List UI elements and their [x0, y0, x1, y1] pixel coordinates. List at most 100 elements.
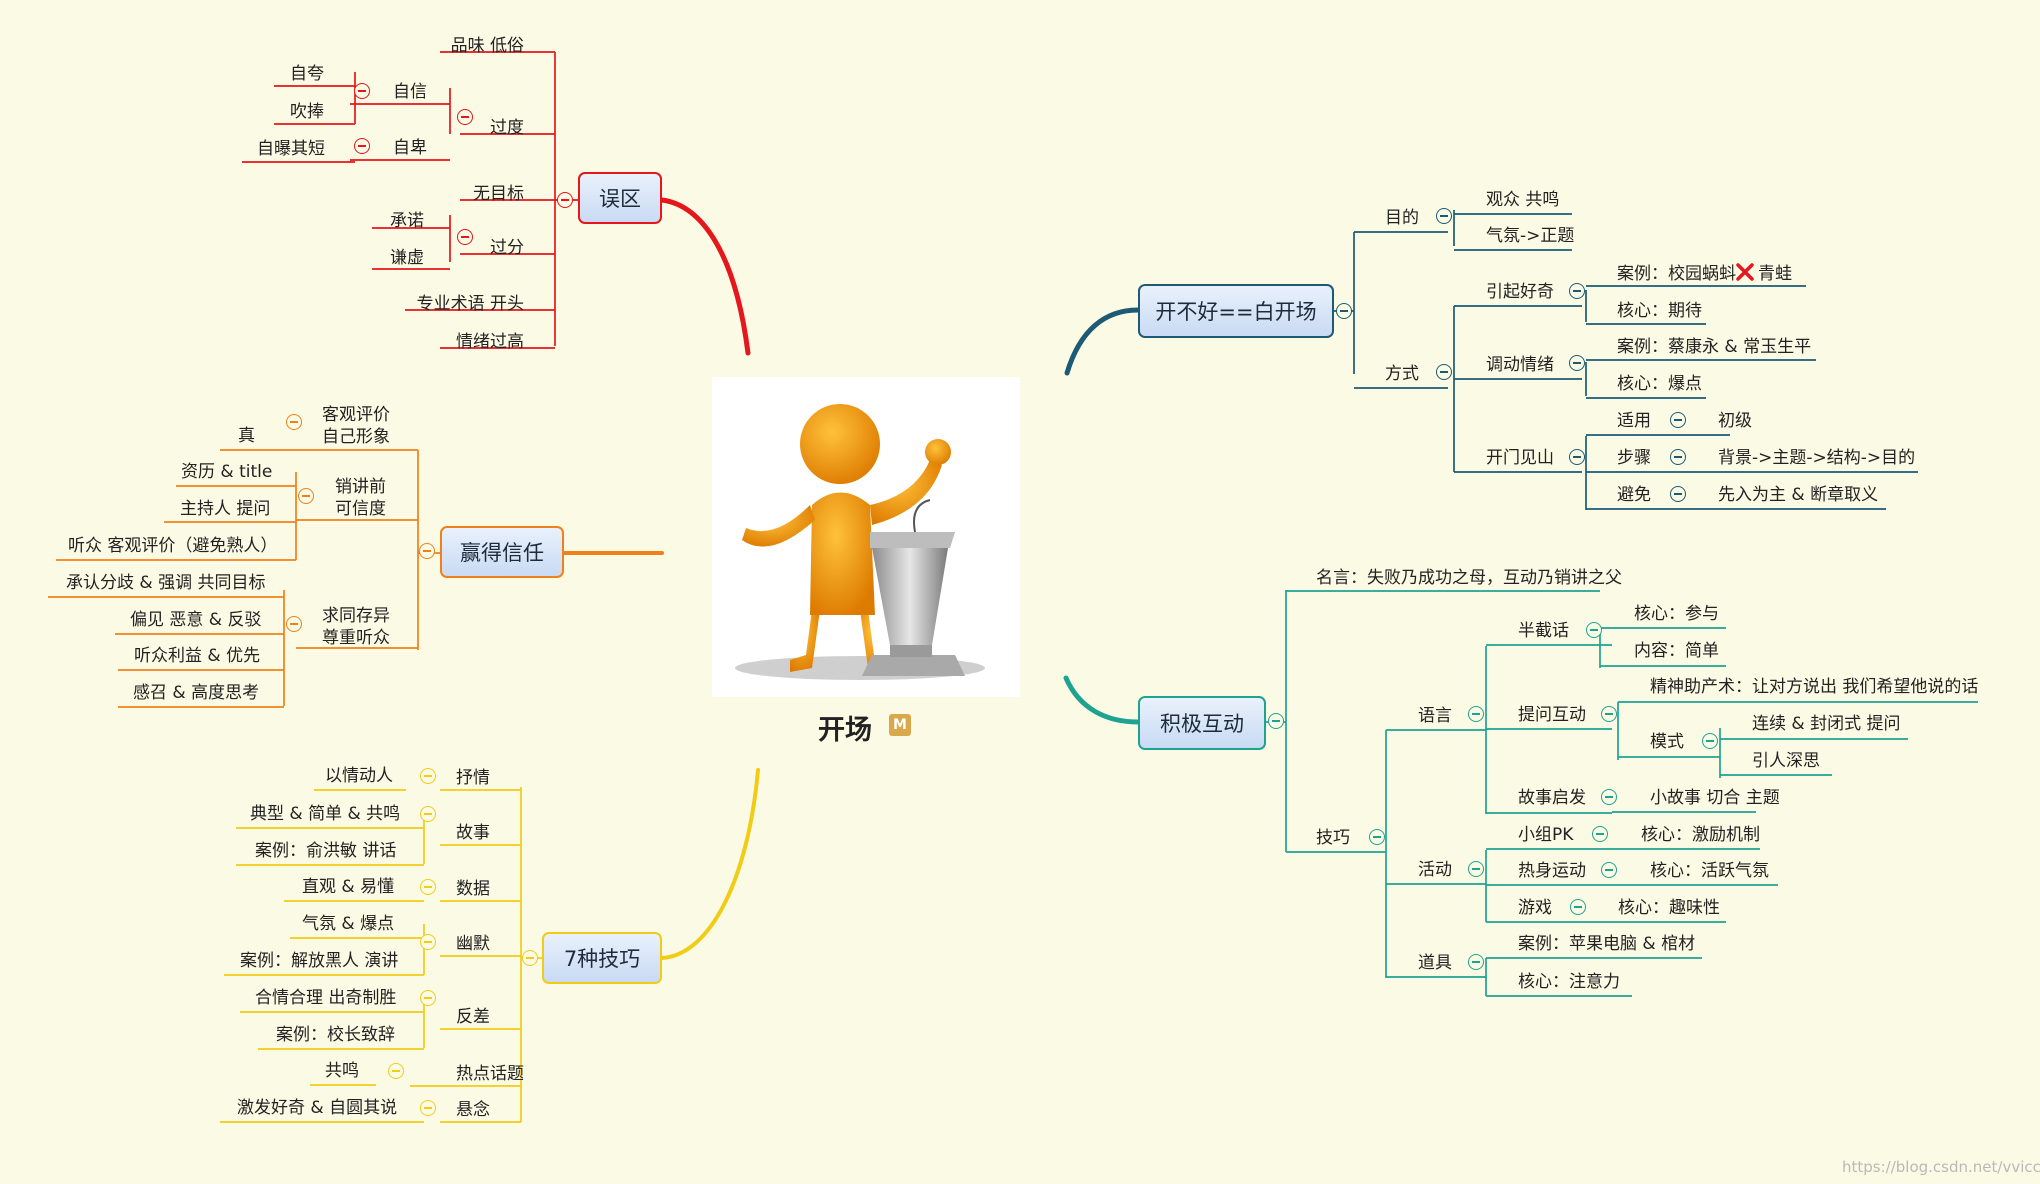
node-pianjian[interactable]: 偏见 恶意 & 反驳: [130, 610, 262, 630]
node-xiaojiang[interactable]: 销讲前: [335, 477, 386, 497]
node-daoju[interactable]: 道具: [1418, 953, 1452, 973]
collapse-icon[interactable]: [1268, 713, 1284, 729]
collapse-icon[interactable]: [1436, 208, 1452, 224]
node-wumubiao[interactable]: 无目标: [473, 184, 524, 204]
node-youxi[interactable]: 游戏: [1518, 898, 1552, 918]
node-anli2[interactable]: 案例：蔡康永 & 常玉生平: [1617, 337, 1812, 357]
node-xuannian[interactable]: 悬念: [456, 1100, 490, 1120]
node-chengnuo[interactable]: 承诺: [390, 211, 424, 231]
node-tingzhong[interactable]: 听众 客观评价（避免熟人）: [68, 536, 278, 556]
collapse-icon[interactable]: [457, 109, 473, 125]
collapse-icon[interactable]: [1369, 829, 1385, 845]
node-jili[interactable]: 核心：激励机制: [1641, 825, 1760, 845]
node-zhuchi[interactable]: 主持人 提问: [180, 499, 271, 519]
node-lianxu[interactable]: 连续 & 封闭式 提问: [1752, 714, 1901, 734]
node-chuji[interactable]: 初级: [1718, 411, 1752, 431]
node-xianru[interactable]: 先入为主 & 断章取义: [1718, 485, 1879, 505]
collapse-icon[interactable]: [1468, 954, 1484, 970]
node-ganzhao[interactable]: 感召 & 高度思考: [133, 683, 260, 703]
node-tiwen[interactable]: 提问互动: [1518, 705, 1586, 725]
node-youmo[interactable]: 幽默: [456, 934, 490, 954]
node-bimian[interactable]: 避免: [1617, 485, 1651, 505]
node-guofen[interactable]: 过分: [490, 238, 524, 258]
collapse-icon[interactable]: [298, 488, 314, 504]
node-gushiqifa[interactable]: 故事启发: [1518, 788, 1586, 808]
node-shiyong[interactable]: 适用: [1617, 411, 1651, 431]
node-zhen[interactable]: 真: [238, 426, 255, 446]
node-qiutong[interactable]: 求同存异: [322, 606, 390, 626]
node-banjie[interactable]: 半截话: [1518, 621, 1569, 641]
node-qifen[interactable]: 气氛 & 爆点: [302, 914, 395, 934]
node-qianxu[interactable]: 谦虚: [390, 248, 424, 268]
node-zhiguan[interactable]: 直观 & 易懂: [302, 877, 395, 897]
collapse-icon[interactable]: [420, 806, 436, 822]
node-yinqi[interactable]: 引起好奇: [1486, 282, 1554, 302]
node-pinwei[interactable]: 品味 低俗: [450, 36, 524, 56]
node-dianxing[interactable]: 典型 & 简单 & 共鸣: [250, 804, 401, 824]
node-qifen[interactable]: 气氛->正题: [1486, 226, 1575, 246]
node-quwei[interactable]: 核心：趣味性: [1618, 898, 1720, 918]
node-guodu[interactable]: 过度: [490, 118, 524, 138]
node-qingwa[interactable]: 青蛙: [1758, 264, 1792, 284]
topic-hudong[interactable]: 积极互动: [1138, 696, 1266, 750]
node-xiaogushi[interactable]: 小故事 切合 主题: [1650, 788, 1780, 808]
node-canyu[interactable]: 核心：参与: [1634, 604, 1719, 624]
topic-kaichang[interactable]: 开不好==白开场: [1138, 284, 1334, 338]
collapse-icon[interactable]: [1569, 449, 1585, 465]
node-zhuyi[interactable]: 核心：注意力: [1518, 972, 1620, 992]
node-hexin1[interactable]: 核心：期待: [1617, 301, 1702, 321]
node-diaodong[interactable]: 调动情绪: [1486, 355, 1554, 375]
node-gongming[interactable]: 共鸣: [325, 1061, 359, 1081]
node-huoyue[interactable]: 核心：活跃气氛: [1650, 861, 1769, 881]
collapse-icon[interactable]: [420, 879, 436, 895]
collapse-icon[interactable]: [1569, 355, 1585, 371]
collapse-icon[interactable]: [420, 1100, 436, 1116]
collapse-icon[interactable]: [1670, 412, 1686, 428]
central-topic-title[interactable]: 开场: [818, 715, 872, 746]
node-redian[interactable]: 热点话题: [456, 1064, 524, 1084]
collapse-icon[interactable]: [1468, 706, 1484, 722]
node-shuqing[interactable]: 抒情: [456, 768, 490, 788]
node-chuipeng[interactable]: 吹捧: [290, 102, 324, 122]
node-xiaozu[interactable]: 小组PK: [1518, 825, 1574, 845]
collapse-icon[interactable]: [1601, 789, 1617, 805]
collapse-icon[interactable]: [286, 616, 302, 632]
node-shuju[interactable]: 数据: [456, 879, 490, 899]
collapse-icon[interactable]: [1570, 899, 1586, 915]
node-buzhou[interactable]: 步骤: [1617, 448, 1651, 468]
node-zipu[interactable]: 自曝其短: [257, 139, 325, 159]
collapse-icon[interactable]: [1670, 486, 1686, 502]
collapse-icon[interactable]: [420, 990, 436, 1006]
collapse-icon[interactable]: [1336, 303, 1352, 319]
node-zunzhong[interactable]: 尊重听众: [322, 628, 390, 648]
node-zibei[interactable]: 自卑: [393, 138, 427, 158]
node-yinren[interactable]: 引人深思: [1752, 751, 1820, 771]
node-mudi[interactable]: 目的: [1385, 208, 1419, 228]
collapse-icon[interactable]: [1702, 733, 1718, 749]
node-zikua[interactable]: 自夸: [290, 64, 324, 84]
collapse-icon[interactable]: [457, 229, 473, 245]
collapse-icon[interactable]: [522, 950, 538, 966]
collapse-icon[interactable]: [354, 83, 370, 99]
node-kaimen[interactable]: 开门见山: [1486, 448, 1554, 468]
node-fangshi[interactable]: 方式: [1385, 364, 1419, 384]
node-keguan[interactable]: 客观评价: [322, 405, 390, 425]
topic-xinren[interactable]: 赢得信任: [440, 526, 564, 578]
node-xiaozhang[interactable]: 案例：校长致辞: [276, 1025, 395, 1045]
collapse-icon[interactable]: [354, 138, 370, 154]
collapse-icon[interactable]: [1569, 283, 1585, 299]
node-pingguo[interactable]: 案例：苹果电脑 & 棺材: [1518, 934, 1696, 954]
collapse-icon[interactable]: [419, 543, 435, 559]
node-zixin[interactable]: 自信: [393, 82, 427, 102]
node-beijing[interactable]: 背景->主题->结构->目的: [1718, 448, 1916, 468]
node-liyi[interactable]: 听众利益 & 优先: [134, 646, 261, 666]
node-mingyan[interactable]: 名言：失败乃成功之母，互动乃销讲之父: [1316, 568, 1622, 588]
node-kexin[interactable]: 可信度: [335, 499, 386, 519]
collapse-icon[interactable]: [557, 192, 573, 208]
node-gushi[interactable]: 故事: [456, 823, 490, 843]
node-jifa[interactable]: 激发好奇 & 自圆其说: [237, 1098, 398, 1118]
topic-wuqu[interactable]: 误区: [578, 172, 662, 224]
node-yuyan[interactable]: 语言: [1418, 706, 1452, 726]
collapse-icon[interactable]: [1592, 826, 1608, 842]
node-anli1[interactable]: 案例：校园蜗蚪: [1617, 264, 1736, 284]
